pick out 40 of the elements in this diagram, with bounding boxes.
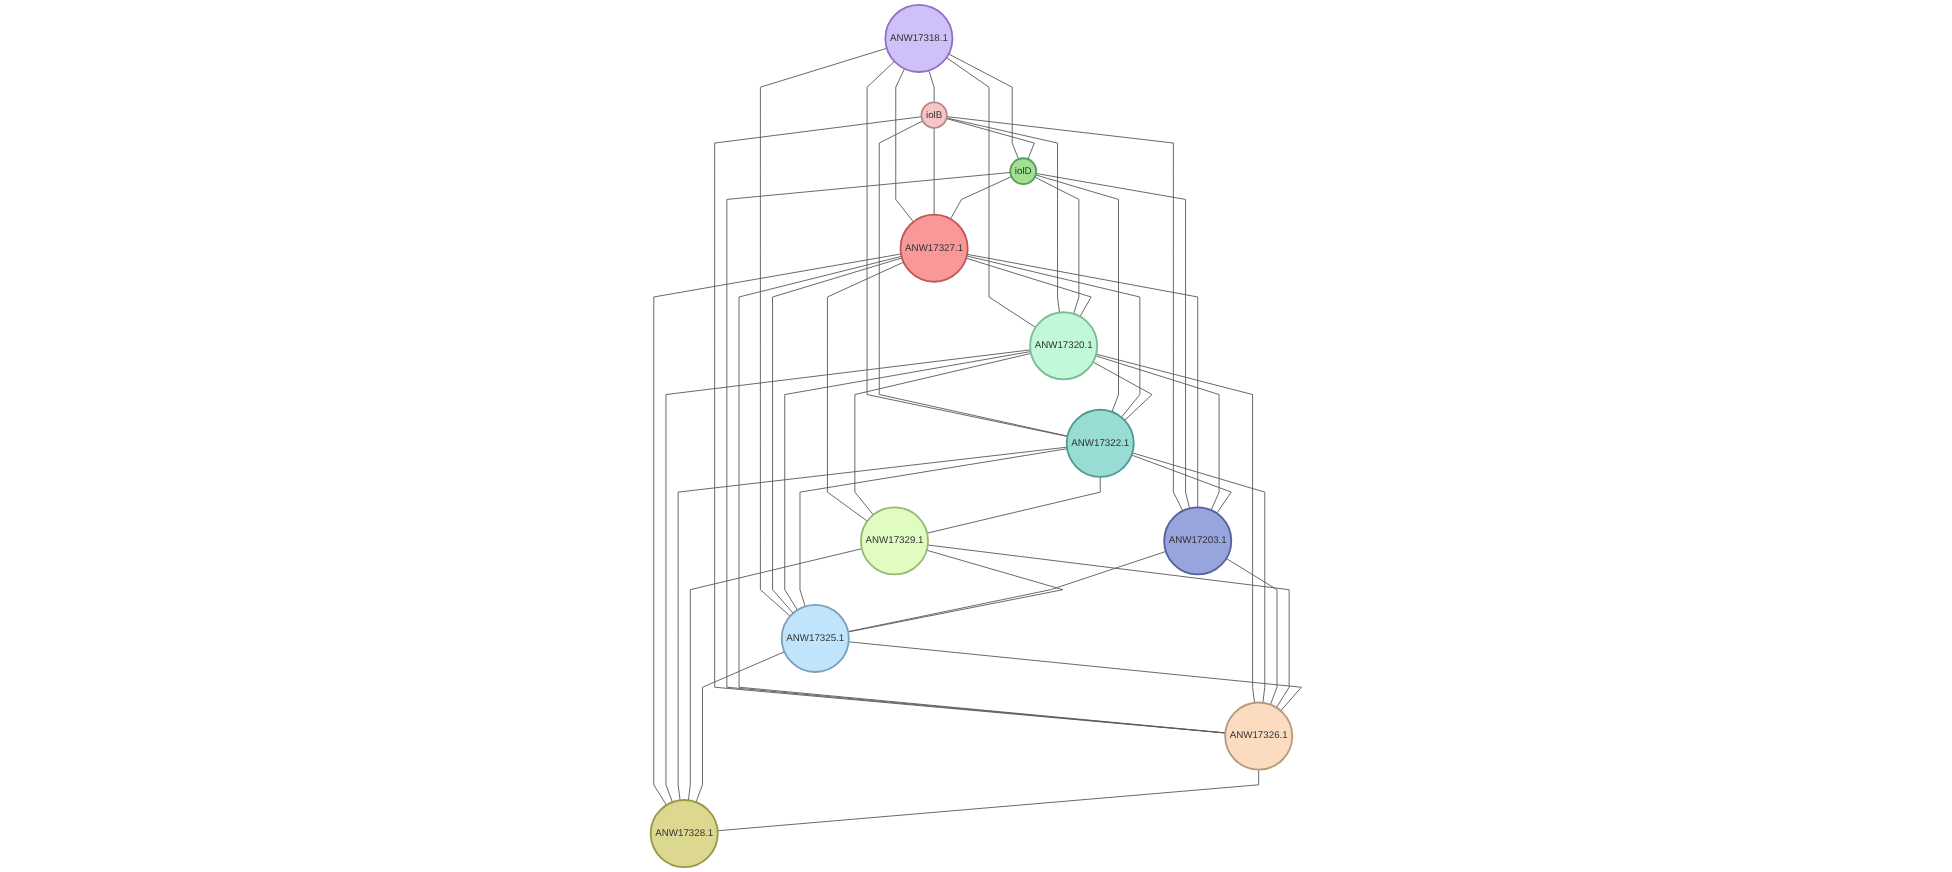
connector: [1225, 558, 1278, 706]
connector: [866, 60, 1068, 437]
connector: [1095, 353, 1255, 704]
connector: [948, 53, 1019, 160]
connector: [965, 257, 1092, 317]
connector: [1131, 452, 1266, 704]
connector: [945, 118, 1035, 160]
connector: [966, 253, 1199, 508]
connector: [946, 116, 1184, 512]
connector: [717, 769, 1260, 832]
connector: [677, 446, 1068, 801]
connector: [1095, 355, 1220, 511]
connector: [946, 117, 1060, 313]
connector: [687, 548, 863, 801]
connector: [950, 176, 1012, 220]
connector: [926, 476, 1101, 534]
connector: [665, 349, 1031, 803]
connector: [933, 127, 935, 216]
connector: [772, 257, 903, 614]
connector: [895, 68, 914, 223]
connector: [928, 70, 935, 103]
connector: [695, 651, 785, 803]
connector: [847, 549, 1064, 633]
connector: [653, 253, 902, 806]
connector: [1092, 361, 1153, 421]
connector: [1034, 176, 1080, 315]
connector: [1035, 174, 1119, 413]
connector: [799, 448, 1068, 607]
connector: [848, 641, 1302, 712]
connector: [738, 255, 1226, 734]
connector: [854, 352, 1032, 516]
connector: [927, 544, 1290, 708]
connector: [759, 47, 888, 617]
connector: [966, 255, 1141, 418]
connector: [1035, 173, 1191, 509]
connector: [784, 351, 1032, 611]
connector: [878, 120, 1068, 437]
connector: [847, 551, 1167, 633]
connector: [1131, 454, 1232, 514]
connector: [826, 261, 905, 522]
